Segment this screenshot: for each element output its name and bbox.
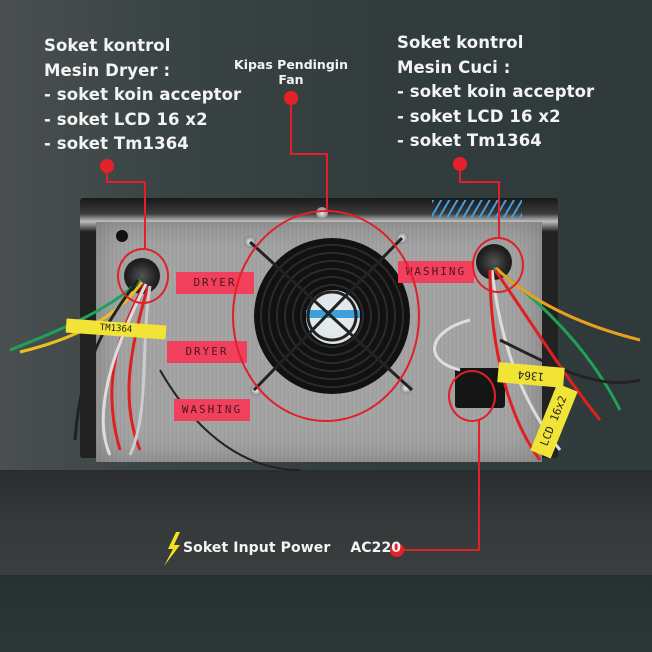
annotation-dryer-subtitle: Mesin Dryer : (44, 60, 171, 80)
label-dryer-mid: DRYER (167, 341, 247, 363)
callout-ring-washer-socket (472, 237, 524, 293)
leader-washer-2 (459, 181, 499, 183)
annotation-fan-line1: Kipas Pendingin (234, 57, 348, 72)
callout-ring-fan (232, 210, 420, 422)
annotation-washer-item: - soket Tm1364 (397, 131, 542, 150)
callout-dot-power (390, 543, 404, 557)
leader-dryer-3 (144, 181, 146, 249)
lightning-icon (164, 532, 180, 566)
leader-washer-1 (459, 163, 461, 182)
annotation-washer-subtitle: Mesin Cuci : (397, 57, 511, 77)
leader-dryer-1 (106, 165, 108, 182)
leader-power-2 (478, 420, 480, 551)
callout-ring-power-socket (448, 370, 496, 422)
leader-fan-3 (326, 153, 328, 211)
annotation-washer: Soket kontrol Mesin Cuci : - soket koin … (397, 31, 594, 154)
annotation-dryer-item: - soket LCD 16 x2 (44, 109, 208, 129)
table-edge (0, 575, 652, 652)
annotation-power-label: Soket Input Power (183, 540, 331, 556)
label-washing-right: WASHING (398, 261, 474, 283)
leader-dryer-2 (106, 181, 145, 183)
screw-fan-br (400, 382, 412, 394)
leader-power-1 (402, 549, 480, 551)
annotation-washer-title: Soket kontrol (397, 33, 524, 52)
annotation-fan: Kipas Pendingin Fan (228, 57, 354, 87)
annotation-power-value: AC220 (350, 540, 402, 556)
label-washing-bottom: WASHING (174, 399, 250, 421)
vent-stripes (432, 200, 522, 218)
mount-hole (116, 230, 128, 242)
annotation-dryer-item: - soket koin acceptor (44, 85, 242, 104)
leader-washer-3 (498, 181, 500, 238)
annotation-washer-item: - soket koin acceptor (397, 82, 595, 101)
annotation-dryer-title: Soket kontrol (44, 36, 171, 55)
leader-fan-1 (290, 98, 292, 154)
table-surface (0, 470, 652, 575)
annotation-power: Soket Input Power AC220 (183, 538, 401, 558)
annotation-washer-item: - soket LCD 16 x2 (397, 106, 561, 126)
annotation-dryer: Soket kontrol Mesin Dryer : - soket koin… (44, 34, 241, 157)
callout-ring-dryer-socket (117, 248, 169, 304)
annotation-fan-line2: Fan (278, 72, 304, 87)
leader-fan-2 (290, 153, 327, 155)
annotation-dryer-item: - soket Tm1364 (44, 134, 189, 153)
